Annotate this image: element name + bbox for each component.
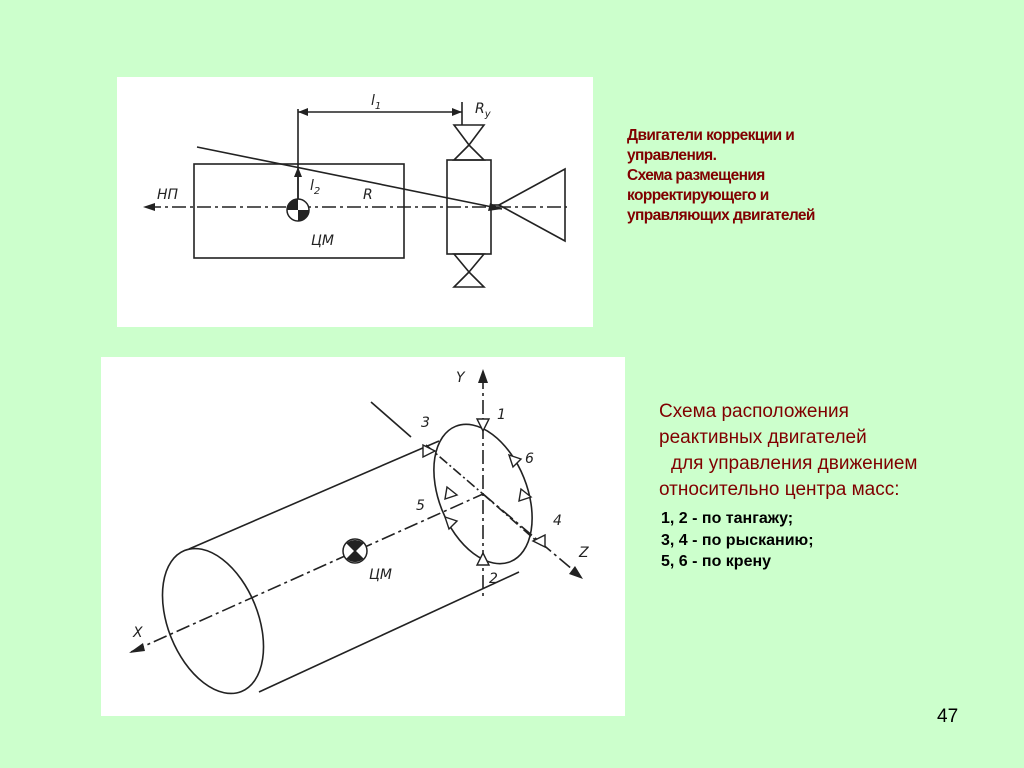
label-engine-4: 4 — [553, 513, 562, 529]
label-cm: ЦМ — [369, 567, 392, 583]
legend-item: 3, 4 - по рысканию; — [661, 531, 814, 549]
bottom-nozzle-upper — [452, 253, 486, 274]
center-of-mass-icon — [286, 198, 310, 222]
engine-placement-diagram: l1 Ry НП l2 R ЦМ — [143, 93, 567, 288]
engine-3-leader — [370, 401, 412, 438]
bottom-caption-line: относительно центра масс: — [659, 479, 900, 500]
engine-5b-nozzle — [444, 485, 459, 501]
legend-item: 1, 2 - по тангажу; — [661, 510, 794, 527]
label-y: Y — [456, 370, 466, 386]
label-engine-1: 1 — [497, 407, 506, 423]
rear-diagonal-b — [482, 493, 542, 546]
top-diagram-panel: l1 Ry НП l2 R ЦМ — [117, 77, 593, 327]
top-caption-line: управления. — [627, 147, 717, 164]
bottom-caption-line: реактивных двигателей — [659, 427, 867, 448]
top-caption-line: корректирующего и — [627, 187, 769, 204]
bottom-caption: Схема расположения реактивных двигателей… — [659, 399, 1009, 503]
jet-engine-layout-diagram: Y X Z ЦМ 1 2 3 4 5 6 — [129, 369, 589, 695]
engine-2-nozzle — [475, 551, 491, 566]
engine-6b-nozzle — [518, 487, 533, 503]
main-engine-nozzle — [497, 167, 566, 243]
l1-arrow-right — [452, 108, 462, 116]
label-l2: l2 — [310, 178, 320, 197]
label-l1: l1 — [371, 93, 381, 112]
engine-6-nozzle — [507, 453, 523, 469]
bottom-diagram-panel: Y X Z ЦМ 1 2 3 4 5 6 — [101, 357, 625, 716]
engine-4-nozzle — [531, 533, 546, 549]
page-number: 47 — [937, 706, 959, 727]
np-arrowhead — [143, 203, 155, 211]
bottom-caption-line: для управления движением — [671, 453, 918, 474]
label-engine-2: 2 — [489, 571, 498, 587]
bottom-caption-line: Схема расположения — [659, 401, 849, 422]
x-arrowhead — [129, 643, 145, 653]
x-axis — [130, 493, 484, 653]
label-engine-6: 6 — [525, 451, 534, 467]
top-caption-line: Схема размещения — [627, 167, 765, 184]
z-arrowhead — [569, 566, 583, 579]
label-engine-5: 5 — [416, 498, 425, 514]
label-x: X — [132, 625, 143, 641]
cylinder-bottom-edge — [258, 571, 520, 693]
legend-item: 5, 6 - по крену — [661, 553, 772, 570]
cylinder-top-edge — [188, 440, 440, 550]
spacecraft-body — [193, 163, 405, 259]
label-z: Z — [578, 545, 589, 561]
label-np: НП — [157, 187, 179, 203]
l2-arrowhead — [294, 167, 302, 177]
top-caption-line: управляющих двигателей — [627, 207, 815, 224]
engine-legend: 1, 2 - по тангажу; 3, 4 - по рысканию; 5… — [661, 508, 961, 573]
cylinder-rear-end — [433, 423, 533, 565]
r-arrowhead — [488, 203, 502, 211]
engine-1-nozzle — [475, 418, 491, 433]
rear-diagonal-a — [425, 444, 484, 495]
thrust-line — [196, 146, 503, 210]
label-engine-3: 3 — [421, 415, 430, 431]
bottom-nozzle-lower — [452, 270, 486, 288]
label-cm: ЦМ — [311, 233, 334, 249]
top-caption: Двигатели коррекции и управления. Схема … — [627, 126, 957, 226]
top-nozzle-lower — [452, 143, 486, 161]
label-ry: Ry — [475, 101, 492, 120]
top-nozzle-upper — [452, 124, 486, 147]
center-of-mass-icon — [342, 538, 368, 564]
engine-5-nozzle — [443, 515, 459, 531]
top-caption-line: Двигатели коррекции и — [627, 127, 795, 144]
label-r: R — [363, 187, 373, 203]
y-arrowhead — [478, 369, 488, 383]
cylinder-front-end — [161, 547, 265, 695]
l1-arrow-left — [298, 108, 308, 116]
engine-3-nozzle — [422, 443, 437, 459]
